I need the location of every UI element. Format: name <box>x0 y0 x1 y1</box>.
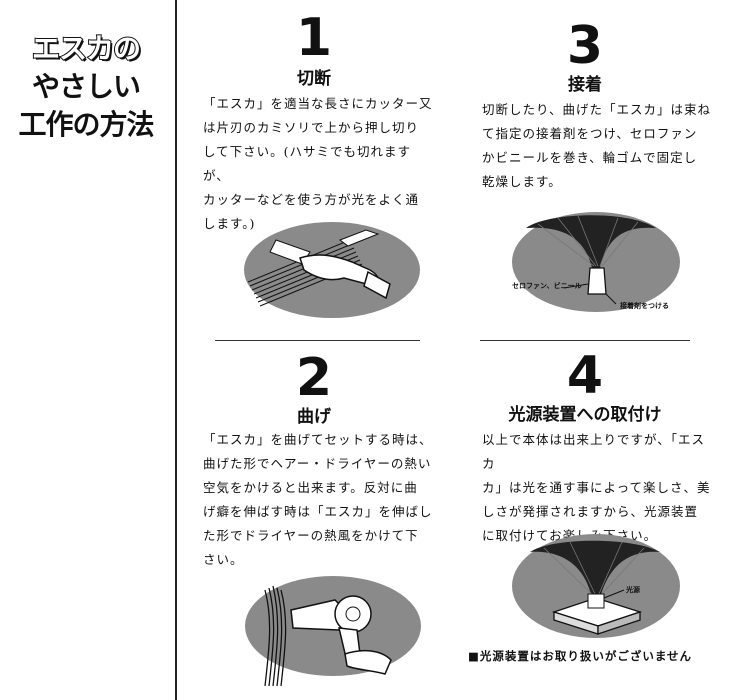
step-number: 2 <box>295 348 333 408</box>
body-line: かビニールを巻き、輪ゴムで固定し <box>482 150 698 165</box>
body-line: 切断したり、曲げた「エスカ」は束ね <box>482 102 712 117</box>
body-line: さい。 <box>203 552 244 567</box>
footnote: ■光源装置はお取り扱いがございません <box>468 649 693 663</box>
body-line: 「エスカ」を曲げてセットする時は、 <box>203 432 433 447</box>
step-body: 切断したり、曲げた「エスカ」は束ね て指定の接着剤をつけ、セロファン かビニール… <box>482 98 718 194</box>
body-line: カッターなどを使う方が光をよく通 <box>203 192 420 207</box>
body-line: 「エスカ」を適当な長さにカッター又 <box>203 96 433 111</box>
page-title: エスカの やさしい 工作の方法 <box>6 30 166 144</box>
step-body: 「エスカ」を適当な長さにカッター又 は片刃のカミソリで上から押し切り して下さい… <box>203 92 433 236</box>
body-line: 乾燥します。 <box>482 174 562 189</box>
body-line: 曲げた形でヘアー・ドライヤーの熱い <box>203 456 432 471</box>
vertical-divider <box>175 0 177 700</box>
body-line: して下さい。(ハサミでも切れますが、 <box>203 144 412 183</box>
step-heading: 光源装置への取付け <box>508 405 662 425</box>
gluing-illustration: セロファン、ビニール 接着剤をつける <box>512 212 680 312</box>
step-number: 4 <box>566 346 604 406</box>
divider-right <box>480 340 690 341</box>
body-line: 空気をかけると出来ます。反対に曲 <box>203 480 418 495</box>
divider-left <box>215 340 420 341</box>
title-line-3: 工作の方法 <box>18 108 154 141</box>
step-heading: 切断 <box>297 69 331 89</box>
title-line-1: エスカの <box>31 31 142 66</box>
step-heading: 曲げ <box>297 407 331 427</box>
cutting-illustration <box>244 222 420 318</box>
title-line-2: やさしい <box>31 70 141 103</box>
body-line: カ」は光を通す事によって楽しさ、美 <box>482 480 711 495</box>
body-line: て指定の接着剤をつけ、セロファン <box>482 126 698 141</box>
body-line: します。) <box>203 216 256 231</box>
body-line: は片刃のカミソリで上から押し切り <box>203 120 420 135</box>
body-line: 以上で本体は出来上りですが、「エスカ <box>482 432 706 471</box>
step-body: 以上で本体は出来上りですが、「エスカ カ」は光を通す事によって楽しさ、美 しさが… <box>482 428 718 548</box>
dryer-illustration <box>245 576 421 687</box>
body-line: しさが発揮されますから、光源装置 <box>482 504 699 519</box>
step-heading: 接着 <box>568 75 602 95</box>
step-body: 「エスカ」を曲げてセットする時は、 曲げた形でヘアー・ドライヤーの熱い 空気をか… <box>203 428 433 572</box>
wrap-label: セロファン、ビニール <box>512 281 582 290</box>
step-number: 1 <box>295 8 333 68</box>
body-line: げ癖を伸ばす時は「エスカ」を伸ばし <box>203 504 433 519</box>
light-source-illustration: 光源 <box>512 534 680 638</box>
light-label: 光源 <box>625 585 640 594</box>
glue-label: 接着剤をつける <box>620 301 669 310</box>
body-line: た形でドライヤーの熱風をかけて下 <box>203 528 419 543</box>
step-number: 3 <box>566 16 604 76</box>
